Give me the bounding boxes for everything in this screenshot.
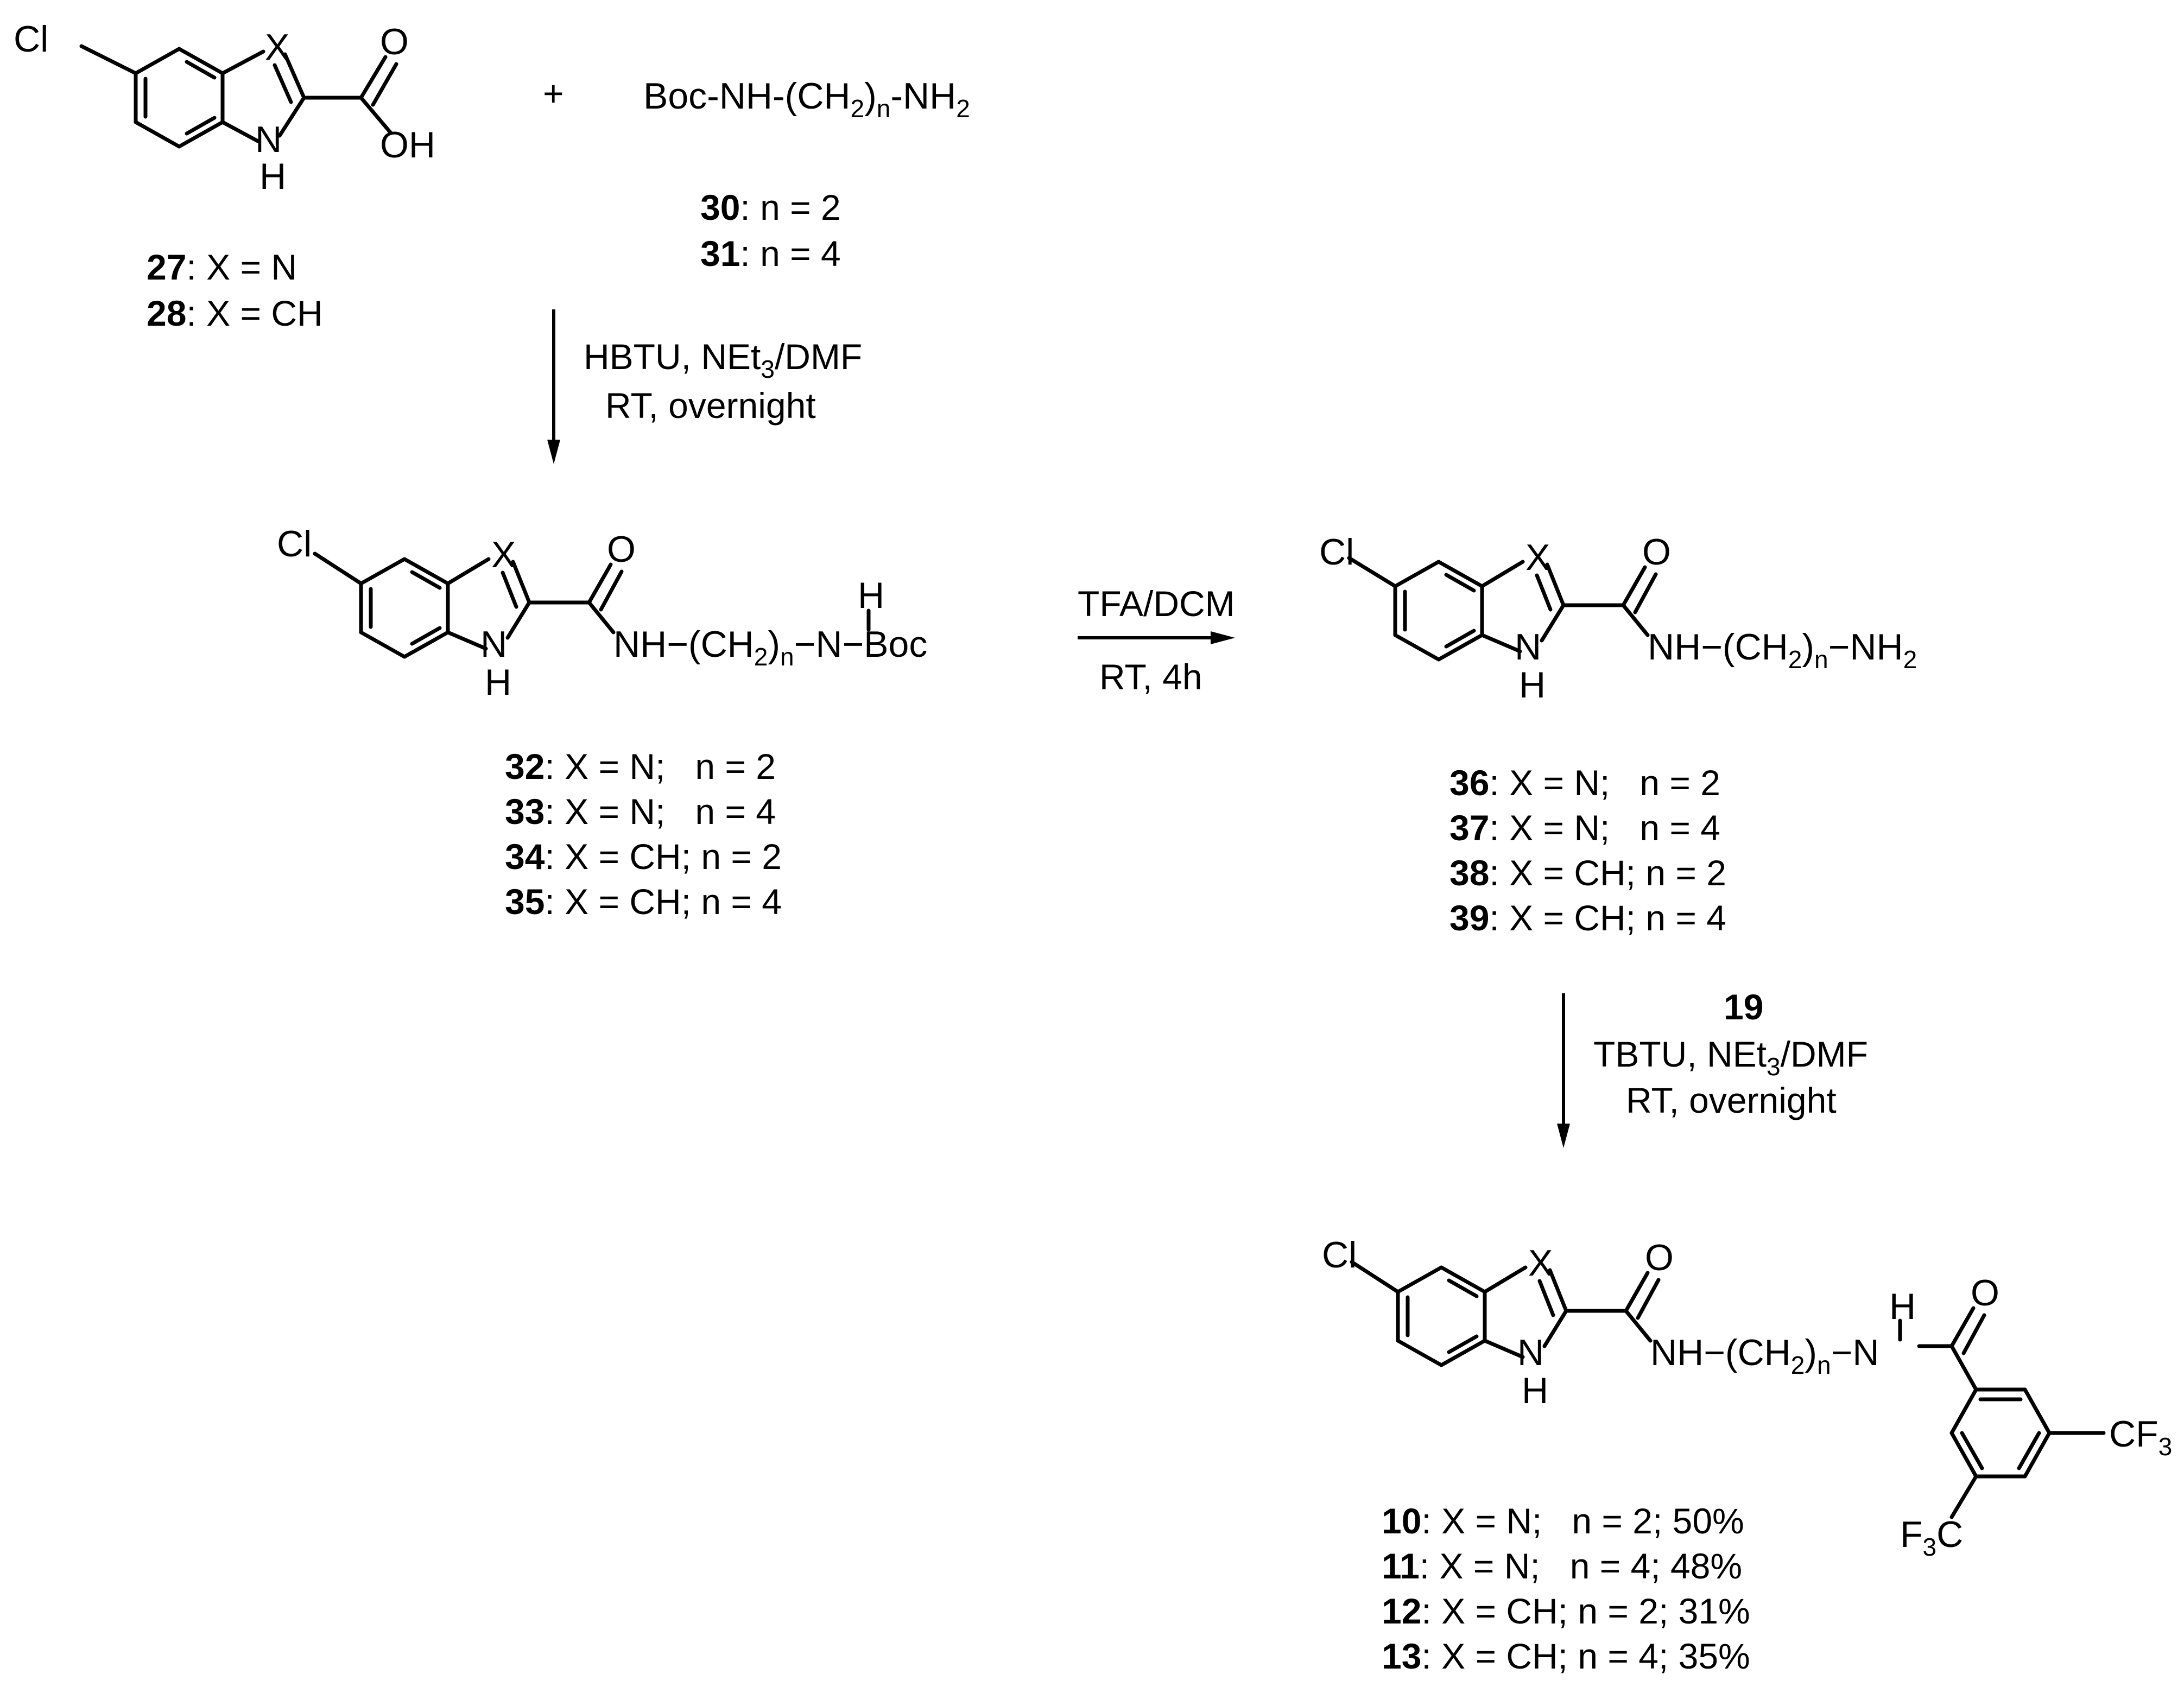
step3-reagents: TBTU, NEt3/DMF [1593, 1034, 1868, 1081]
step3-conditions: 19 TBTU, NEt3/DMF RT, overnight [1593, 987, 1868, 1120]
chlorine-atom: Cl [1319, 531, 1354, 573]
compound-label-34: 34: X = CH; n = 2 [505, 836, 782, 877]
boc-diamine-formula: Boc-NH-(CH2)n-NH2 [643, 75, 970, 123]
boc-amide-labels: 32: X = N; n = 2 33: X = N; n = 4 34: X … [505, 746, 782, 922]
compound-label-35: 35: X = CH; n = 4 [505, 881, 782, 922]
imidazole-hydrogen: H [485, 662, 511, 703]
compound-label-33: 33: X = N; n = 4 [505, 791, 776, 832]
amine-chain: NH−(CH2)n−NH2 [1648, 626, 1917, 674]
compound-label-28: 28: X = CH [147, 293, 323, 333]
acid-bonds [79, 44, 398, 149]
x-atom: X [491, 534, 516, 575]
chlorine-atom: Cl [277, 523, 312, 565]
chlorine-atom: Cl [1322, 1234, 1357, 1276]
x-atom: X [265, 27, 289, 68]
step3-arrow [1557, 993, 1570, 1148]
compound-label-39: 39: X = CH; n = 4 [1449, 898, 1726, 938]
acid-compound-labels: 27: X = N 28: X = CH [147, 247, 323, 333]
amine-labels: 36: X = N; n = 2 37: X = N; n = 4 38: X … [1449, 763, 1726, 938]
acid-reactant-structure: Cl X O OH N H [14, 18, 435, 197]
imidazole-nitrogen: N [1515, 626, 1541, 668]
imidazole-nitrogen: N [480, 624, 507, 665]
amide-oxygen: O [1642, 531, 1671, 573]
step3-time: RT, overnight [1626, 1080, 1837, 1120]
amine-bonds [1347, 556, 1658, 662]
compound-label-31: 31: n = 4 [700, 233, 841, 274]
compound-label-27: 27: X = N [147, 247, 297, 287]
step1-reagents: HBTU, NEt3/DMF [584, 337, 862, 383]
boc-amide-structure: Cl X O N H H NH−(CH2)n−N−Boc [277, 523, 927, 703]
product-chain: NH−(CH2)n−N [1650, 1332, 1879, 1379]
step1-time: RT, overnight [605, 385, 816, 426]
amine-structure: Cl X O N H NH−(CH2)n−NH2 [1319, 531, 1917, 706]
chlorine-atom: Cl [14, 18, 48, 60]
compound-label-10: 10: X = N; n = 2; 50% [1382, 1501, 1744, 1541]
compound-label-37: 37: X = N; n = 4 [1449, 808, 1720, 848]
plus-sign: + [543, 73, 564, 113]
compound-label-30: 30: n = 2 [700, 187, 841, 227]
x-atom: X [1525, 537, 1550, 578]
compound-label-11: 11: X = N; n = 4; 48% [1382, 1546, 1742, 1586]
imidazole-hydrogen: H [1522, 1370, 1548, 1411]
benzamide-oxygen: O [1971, 1272, 1999, 1314]
step2-time: RT, 4h [1099, 657, 1202, 697]
amide-oxygen: O [1645, 1237, 1674, 1278]
step2-arrow [1078, 631, 1235, 644]
step2-reagents: TFA/DCM [1078, 584, 1235, 624]
imidazole-nitrogen: N [1517, 1332, 1544, 1373]
imidazole-nitrogen: N [255, 119, 282, 160]
product-labels: 10: X = N; n = 2; 50% 11: X = N; n = 4; … [1382, 1501, 1750, 1676]
carbamate-nh-hydrogen: H [858, 575, 884, 616]
x-atom: X [1528, 1242, 1553, 1284]
carbonyl-oxygen: O [380, 21, 409, 62]
product-structure: Cl X O O N H H NH−(CH2)n−N CF3 F3C [1322, 1234, 2172, 1561]
boc-diamine-reactant: Boc-NH-(CH2)n-NH2 30: n = 2 31: n = 4 [643, 75, 970, 274]
cf3-right-group: CF3 [2109, 1413, 2172, 1461]
compound-label-38: 38: X = CH; n = 2 [1449, 853, 1726, 893]
boc-amide-bonds [313, 551, 871, 659]
step2-conditions: TFA/DCM RT, 4h [1078, 584, 1235, 697]
compound-label-36: 36: X = N; n = 2 [1449, 763, 1720, 803]
compound-label-32: 32: X = N; n = 2 [505, 746, 776, 787]
amide-oxygen: O [607, 529, 636, 570]
product-bonds [1350, 1260, 2106, 1519]
hydroxyl-label: OH [380, 124, 435, 166]
imidazole-hydrogen: H [1519, 664, 1546, 706]
imidazole-hydrogen: H [259, 156, 286, 197]
compound-label-13: 13: X = CH; n = 4; 35% [1382, 1636, 1750, 1676]
step3-reagent-number: 19 [1724, 987, 1763, 1027]
step1-conditions: HBTU, NEt3/DMF RT, overnight [584, 337, 862, 426]
cf3-left-group: F3C [1900, 1514, 1963, 1561]
step1-arrow [547, 309, 560, 464]
benzamide-nh-hydrogen: H [1889, 1286, 1916, 1327]
compound-label-12: 12: X = CH; n = 2; 31% [1382, 1591, 1750, 1631]
boc-amide-chain: NH−(CH2)n−N−Boc [613, 624, 927, 671]
